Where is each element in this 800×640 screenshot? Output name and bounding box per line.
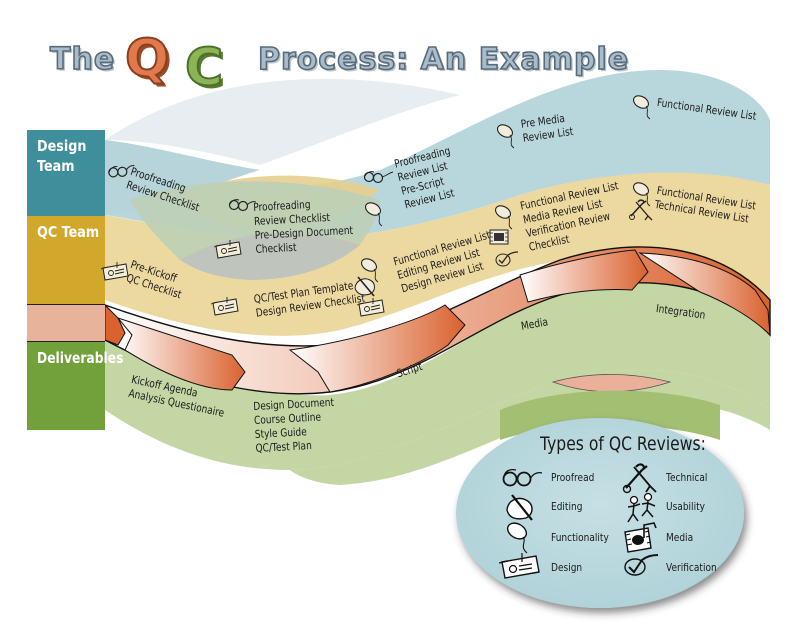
legend-label-design: Design [551, 561, 583, 574]
title-suffix: Process: An Example [257, 41, 630, 78]
legend-label-proofread: Proofread [551, 471, 595, 484]
mouse-icon [364, 202, 383, 227]
glasses-icon [228, 199, 256, 212]
legend-label-verification: Verification [666, 561, 717, 574]
salmon-lens [551, 374, 672, 393]
mouse-icon [632, 95, 651, 120]
tools-icon [629, 199, 653, 221]
mouse-icon [506, 522, 528, 554]
mouse-icon [494, 205, 513, 230]
blueprint-icon [356, 298, 385, 317]
glasses-icon [108, 165, 135, 178]
mouse-icon [360, 258, 379, 283]
glasses-icon [363, 171, 393, 184]
blueprint-icon [213, 240, 242, 259]
top-grey-arc [105, 78, 460, 165]
arrow-segment-4 [638, 252, 771, 337]
legend-label-functionality: Functionality [551, 531, 609, 544]
title-c-letter: C [184, 38, 224, 98]
lane-qc-team: QC Team [27, 216, 105, 304]
checkmark-icon [624, 554, 659, 576]
lane-design-team-label: Design Team [37, 137, 87, 175]
glasses-icon [502, 469, 543, 487]
film-note-icon [624, 522, 657, 553]
stage2-design-text: Proofreading Review Checklist Pre-Design… [253, 198, 354, 256]
blueprint-icon [100, 262, 129, 281]
lane-phase-strip [27, 304, 105, 342]
checkmark-icon [495, 251, 518, 267]
tools-icon [622, 463, 657, 494]
legend-label-editing: Editing [551, 500, 583, 513]
film-note-icon [489, 229, 509, 245]
title-prefix: The [49, 41, 116, 78]
deliverables-band [105, 275, 770, 470]
hand-pen-icon [354, 276, 375, 297]
title-q-letter: Q [124, 29, 170, 89]
legend-label-technical: Technical [666, 471, 708, 484]
mouse-icon [496, 124, 515, 149]
blueprint-icon [210, 297, 239, 316]
mouse-icon [632, 182, 651, 207]
blueprint-icon [498, 553, 540, 579]
lane-qc-team-label: QC Team [37, 223, 100, 241]
lane-deliverables-label: Deliverables [37, 349, 124, 367]
arrow-segment-1 [116, 316, 246, 391]
lane-deliverables: Deliverables [27, 342, 124, 430]
legend-label-media: Media [666, 531, 694, 544]
qc-team-band [105, 172, 770, 336]
arrow-segment-2 [288, 304, 466, 393]
legend-title: Types of QC Reviews: [540, 433, 706, 455]
lane-design-team: Design Team [27, 130, 105, 216]
stage2-deliverables-text: Design Document Course Outline Style Gui… [253, 395, 335, 455]
legend-label-usability: Usability [666, 500, 705, 513]
running-people-icon [627, 492, 656, 523]
hand-pen-icon [506, 494, 533, 521]
arrow-segment-3 [519, 249, 649, 303]
